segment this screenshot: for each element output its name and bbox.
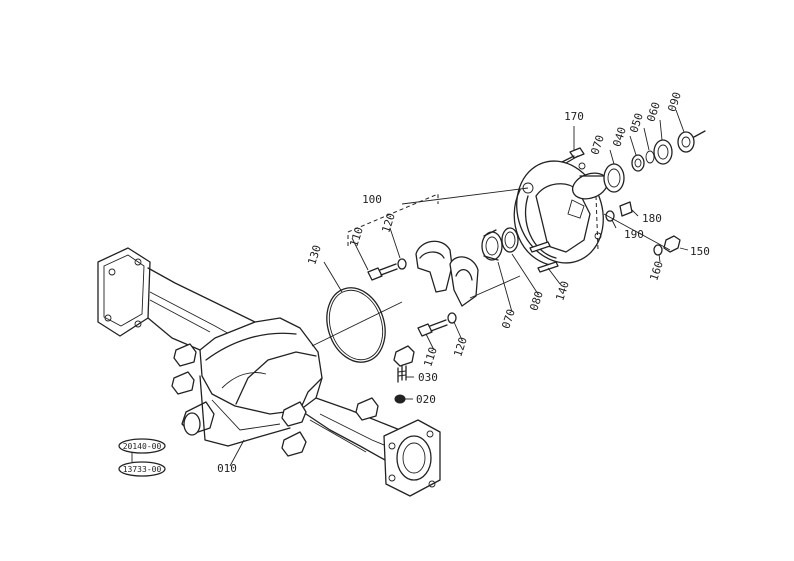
bolt-110-lower (417, 312, 457, 337)
label-010: 010 (217, 462, 237, 475)
reference-badges: 20140-00 13733-00 (118, 438, 166, 477)
label-190: 190 (624, 228, 644, 241)
badge-top-outline (118, 438, 166, 454)
seal-080 (501, 227, 519, 253)
badge-top-text: 20140-00 (123, 442, 162, 451)
pins-140 (529, 241, 559, 273)
assembly-lines (311, 187, 671, 347)
o-ring-130 (326, 287, 386, 363)
bolt-110-upper (367, 258, 407, 281)
bearing-070-inner (481, 229, 503, 261)
label-020: 020 (416, 393, 436, 406)
leader-lines (131, 109, 689, 467)
label-060: 060 (644, 100, 663, 123)
label-050: 050 (627, 111, 646, 134)
label-130: 130 (305, 243, 324, 266)
hub-carrier (513, 160, 621, 267)
label-110-lower: 110 (421, 345, 440, 368)
bolt-170 (561, 147, 585, 164)
axle-housing (97, 247, 441, 497)
bracket-caps-100 (415, 240, 479, 307)
label-070-outer: 070 (588, 133, 607, 156)
label-110-upper: 110 (347, 225, 366, 248)
label-160: 160 (647, 259, 666, 282)
drain-plug (393, 345, 415, 404)
label-120-lower: 120 (451, 335, 470, 358)
part-labels: 010 020 030 040 050 060 070 070 080 090 … (217, 90, 710, 475)
badge-bottom-text: 13733-00 (123, 465, 162, 474)
label-180: 180 (642, 212, 662, 225)
label-040: 040 (610, 125, 629, 148)
label-150: 150 (690, 245, 710, 258)
bolt-180 (605, 201, 633, 222)
label-090: 090 (665, 90, 684, 113)
label-080: 080 (527, 289, 546, 312)
label-170: 170 (564, 110, 584, 123)
label-140: 140 (553, 279, 572, 302)
nut-150 (653, 235, 681, 256)
badge-bottom-outline (118, 461, 166, 477)
label-120-upper: 120 (379, 211, 398, 234)
label-030: 030 (418, 371, 438, 384)
label-100: 100 (362, 193, 382, 206)
label-070-inner: 070 (499, 307, 518, 330)
